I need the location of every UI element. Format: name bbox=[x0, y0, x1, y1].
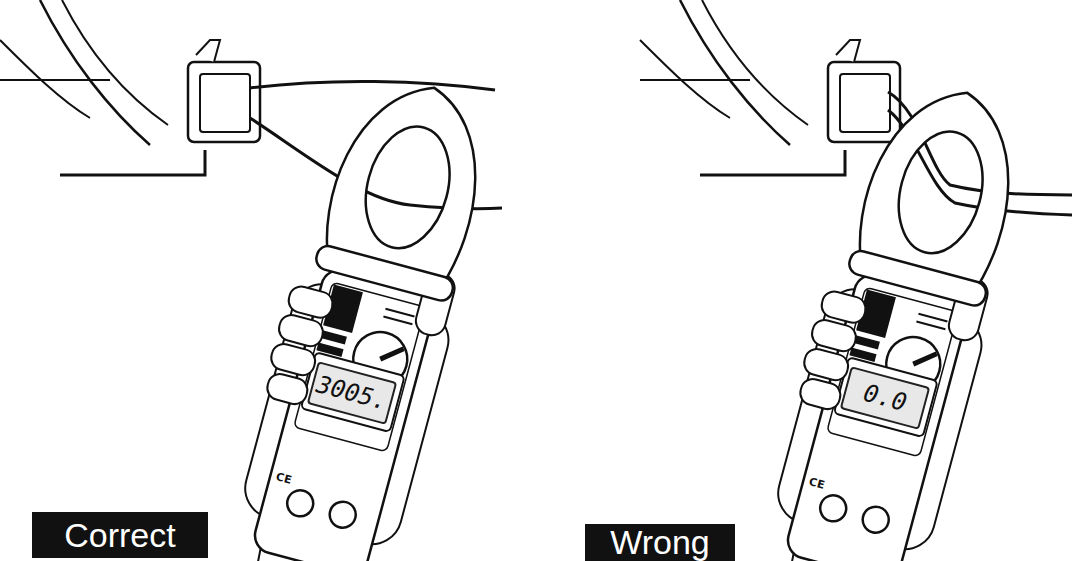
clamp-meter-left bbox=[189, 65, 511, 561]
display-reading: 0.0 bbox=[860, 379, 909, 417]
wire bbox=[250, 81, 495, 90]
motor-right bbox=[640, 0, 900, 175]
verdict-text: Correct bbox=[64, 516, 175, 555]
verdict-text: Wrong bbox=[610, 523, 710, 561]
motor-left bbox=[0, 0, 260, 175]
verdict-tag: Correct bbox=[32, 512, 208, 558]
clamp-meter-right bbox=[722, 70, 1044, 561]
verdict-tag: Wrong bbox=[585, 524, 735, 561]
